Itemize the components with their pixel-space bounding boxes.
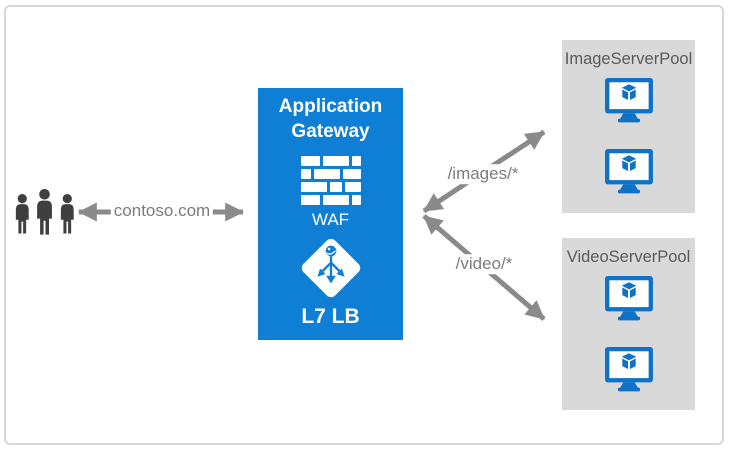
contoso-link-label: contoso.com [110, 201, 214, 221]
server-icons [604, 275, 654, 392]
video-route-label: /video/* [452, 254, 516, 274]
l7-lb-label: L7 LB [301, 305, 360, 328]
image-server-pool: ImageServerPool [562, 40, 695, 213]
load-balancer-diamond-icon [297, 234, 365, 302]
gateway-title: Application Gateway [278, 96, 383, 142]
pool-title: ImageServerPool [564, 50, 693, 68]
vm-monitor-icon [604, 275, 653, 321]
waf-label: WAF [311, 210, 350, 229]
vm-monitor-icon [604, 77, 653, 123]
video-server-pool: VideoServerPool [562, 238, 695, 410]
vm-monitor-icon [604, 148, 653, 194]
users-icon [13, 189, 77, 239]
waf-brick-wall-icon [300, 156, 361, 206]
vm-monitor-icon [604, 346, 653, 392]
server-icons [604, 77, 654, 194]
pool-title: VideoServerPool [566, 248, 691, 266]
images-route-label: /images/* [444, 164, 522, 184]
application-gateway-box: Application Gateway WAF [258, 88, 403, 340]
